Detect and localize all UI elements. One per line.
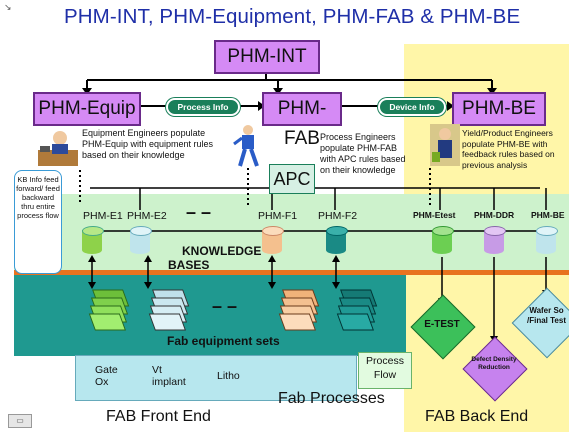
node-label-phm-e1: PHM-E1 — [83, 210, 123, 222]
fab-equipment-sets-label: Fab equipment sets — [167, 334, 280, 348]
slide-thumbnail-icon: ▭ — [8, 414, 32, 428]
fab-front-end-label: FAB Front End — [106, 408, 211, 425]
equipment-stack-lightblue-icon — [148, 289, 190, 331]
equipment-stack-teal-icon — [336, 289, 378, 331]
equipment-stack-orange-icon — [278, 289, 320, 331]
kb-cylinder-be — [536, 226, 558, 254]
phm-equip-box[interactable]: PHM-Equip — [33, 92, 141, 126]
ddr-label: Defect Density Reduction — [471, 356, 517, 371]
kb-cylinder-etest — [432, 226, 454, 254]
node-label-phm-f2: PHM-F2 — [318, 210, 358, 222]
gate-ox-label: Gate Ox — [95, 364, 118, 388]
bases-label: BASES — [168, 258, 210, 272]
wafer-sort-label: Wafer So /Final Test — [527, 306, 566, 325]
kb-cylinder-f2 — [326, 226, 348, 254]
kb-cylinder-ddr — [484, 226, 506, 254]
node-label-phm-etest: PHM-Etest — [413, 210, 456, 220]
device-info-oval: Device Info — [378, 98, 446, 116]
etest-label: E-TEST — [424, 319, 460, 330]
equip-description: Equipment Engineers populate PHM-Equip w… — [82, 128, 214, 160]
engineer-analyst-icon — [430, 124, 460, 166]
litho-label: Litho — [217, 370, 240, 382]
knowledge-label: KNOWLEDGE — [182, 244, 262, 258]
vt-implant-label: Vt implant — [152, 364, 186, 388]
kb-cylinder-e2 — [130, 226, 152, 254]
fab-back-end-label: FAB Back End — [425, 408, 529, 425]
engineer-walking-icon — [233, 125, 259, 167]
equipment-stack-green-icon — [88, 289, 130, 331]
node-dash-separator: – – — [186, 202, 212, 222]
kb-cylinder-e1 — [82, 226, 104, 254]
engineer-at-desk-icon — [38, 131, 78, 166]
front-end-process-box — [75, 355, 357, 401]
be-description: Yield/Product Engineers populate PHM-BE … — [462, 128, 555, 170]
corner-mark-icon: ↘ — [4, 2, 12, 12]
kb-info-callout: KB Info feed forward/ feed backward thru… — [14, 170, 62, 274]
node-label-phm-be: PHM-BE — [531, 210, 565, 220]
node-label-phm-e2: PHM-E2 — [127, 210, 167, 222]
equipment-dash-separator: – – — [212, 296, 238, 316]
phm-int-box[interactable]: PHM-INT — [214, 40, 320, 74]
apc-box[interactable]: APC — [269, 164, 315, 194]
knowledge-band — [14, 194, 569, 272]
phm-be-box[interactable]: PHM-BE — [452, 92, 546, 126]
fab-processes-label: Fab Processes — [278, 390, 385, 407]
phm-fab-box[interactable]: PHM-FAB — [262, 92, 342, 149]
process-info-oval: Process Info — [166, 98, 240, 116]
node-label-phm-f1: PHM-F1 — [258, 210, 298, 222]
kb-cylinder-f1 — [262, 226, 284, 254]
fab-description: Process Engineers populate PHM-FAB with … — [320, 132, 406, 175]
divider-line — [14, 270, 569, 275]
process-flow-box: Process Flow — [358, 352, 412, 389]
node-label-phm-ddr: PHM-DDR — [474, 210, 515, 220]
page-title: PHM-INT, PHM-Equipment, PHM-FAB & PHM-BE — [64, 5, 521, 28]
